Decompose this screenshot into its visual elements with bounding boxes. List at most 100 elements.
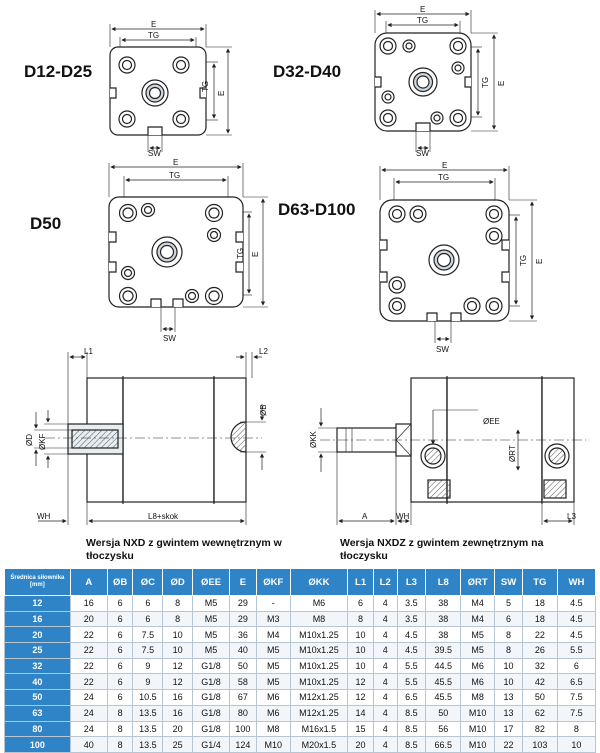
table-cell: 4 (372, 689, 398, 706)
table-cell: M5 (192, 610, 231, 628)
dim-ort: ØRT (508, 445, 517, 462)
dim-l8skok: L8+skok (148, 512, 179, 521)
table-cell: M10x1.25 (289, 657, 349, 675)
table-cell: 8.5 (396, 720, 427, 738)
table-cell: 20 (347, 736, 374, 753)
bore-cell: 32 (4, 657, 71, 675)
side-view-nxdz (318, 376, 586, 525)
table-cell: 4 (372, 736, 398, 753)
table-cell: 9 (132, 673, 164, 691)
table-cell: M6 (255, 704, 291, 722)
end-view-d32-d40 (374, 10, 498, 152)
table-header-cell: ØB (106, 568, 134, 596)
table-header-cell: E (229, 568, 257, 596)
table-cell: 66.5 (425, 736, 462, 753)
table-cell: 13.5 (132, 704, 164, 722)
table-cell: M12x1.25 (289, 689, 349, 706)
table-cell: 4.5 (396, 642, 427, 659)
table-cell: 29 (229, 595, 257, 612)
table-cell: 13.5 (132, 720, 164, 738)
table-cell: M10 (255, 736, 291, 753)
table-cell: 8.5 (396, 704, 427, 722)
table-cell: M10 (460, 704, 496, 722)
table-header-cell: SW (494, 568, 523, 596)
table-cell: G1/4 (192, 736, 231, 753)
end-view-d63-d100 (379, 166, 537, 343)
variant-label-d32-d40: D32-D40 (273, 62, 342, 81)
table-cell: 24 (69, 704, 108, 722)
dim-e-3v: E (251, 252, 260, 257)
table-cell: M20x1.5 (289, 736, 349, 753)
table-cell: 6 (106, 657, 134, 675)
table-cell: 62 (521, 704, 558, 722)
table-cell: 18 (521, 610, 558, 628)
bore-cell: 12 (4, 595, 71, 612)
table-cell: 8 (162, 595, 194, 612)
table-cell: 58 (229, 673, 257, 691)
table-cell: 50 (425, 704, 462, 722)
table-cell: M3 (255, 610, 291, 628)
table-cell: M5 (255, 673, 291, 691)
caption-nxdz: Wersja NXDZ z gwintem zewnętrznym na tło… (340, 537, 544, 562)
table-cell: 42 (521, 673, 558, 691)
table-cell: 8 (347, 610, 374, 628)
table-cell: 26 (521, 642, 558, 659)
table-header-cell: A (69, 568, 108, 596)
table-cell: 16 (162, 689, 194, 706)
table-cell: 20 (69, 610, 108, 628)
table-cell: 10 (494, 673, 523, 691)
table-cell: 10 (162, 626, 194, 644)
dim-od: ØD (25, 434, 34, 446)
bore-cell: 50 (4, 689, 71, 706)
table-cell: M4 (255, 626, 291, 644)
table-cell: 12 (162, 673, 194, 691)
table-cell: 22 (494, 736, 523, 753)
table-cell: M8 (460, 689, 496, 706)
table-cell: 4.5 (396, 626, 427, 644)
table-header-cell: TG (521, 568, 558, 596)
side-view-nxd (33, 352, 266, 525)
table-cell: M10x1.25 (289, 626, 349, 644)
table-cell: M10 (460, 720, 496, 738)
table-cell: 10 (347, 626, 374, 644)
table-cell: M12x1.25 (289, 704, 349, 722)
dim-l1: L1 (84, 347, 93, 356)
table-cell: M4 (460, 595, 496, 612)
end-view-d12-d25 (109, 24, 232, 152)
table-cell: 8 (556, 720, 597, 738)
table-cell: M6 (460, 657, 496, 675)
end-view-d50 (108, 163, 268, 332)
dim-tg-1v: TG (201, 81, 210, 92)
dim-a: A (362, 512, 368, 521)
table-cell: 67 (229, 689, 257, 706)
table-cell: - (255, 595, 291, 612)
table-cell: 6 (556, 657, 597, 675)
table-cell: G1/8 (192, 657, 231, 675)
dim-e-1: E (151, 20, 156, 29)
variant-label-d12-d25: D12-D25 (24, 62, 93, 81)
table-cell: 22 (521, 626, 558, 644)
table-cell: 8 (106, 720, 134, 738)
dim-tg-2: TG (417, 16, 428, 25)
table-cell: 14 (347, 704, 374, 722)
dim-tg-3v: TG (236, 248, 245, 259)
dim-e-2: E (420, 5, 425, 14)
table-cell: 22 (69, 626, 108, 644)
table-cell: 32 (521, 657, 558, 675)
dim-oee: ØEE (483, 417, 500, 426)
dim-sw-2: SW (416, 149, 429, 158)
table-cell: 100 (229, 720, 257, 738)
table-cell: 6 (132, 595, 164, 612)
table-cell: G1/8 (192, 673, 231, 691)
table-cell: 7.5 (556, 704, 597, 722)
table-cell: 24 (69, 689, 108, 706)
table-header-cell: ØKF (255, 568, 291, 596)
table-cell: 4 (372, 626, 398, 644)
table-cell: 7.5 (132, 642, 164, 659)
table-cell: M10x1.25 (289, 673, 349, 691)
table-cell: 6 (106, 595, 134, 612)
table-header-cell: WH (556, 568, 597, 596)
